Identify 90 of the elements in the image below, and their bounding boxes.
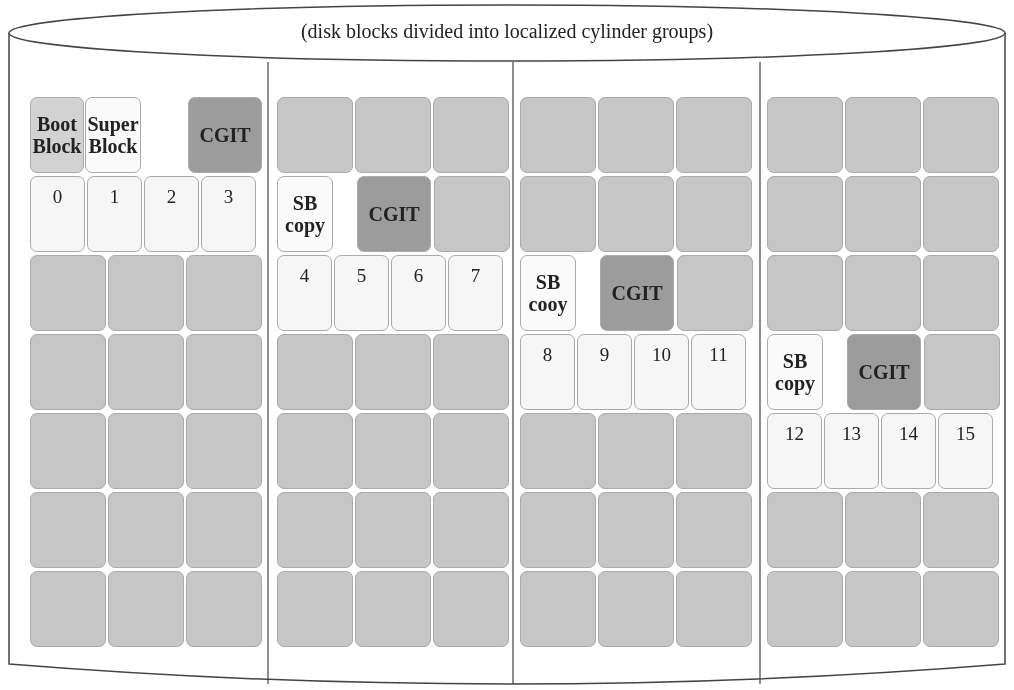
disk-block: 1 [87,176,142,252]
disk-block: SB copy [767,334,823,410]
disk-block [355,334,431,410]
disk-block: 9 [577,334,632,410]
disk-block: 4 [277,255,332,331]
disk-block [845,571,921,647]
disk-block [923,97,999,173]
disk-block: 15 [938,413,993,489]
disk-block: 8 [520,334,575,410]
disk-block [676,413,752,489]
disk-block [186,255,262,331]
disk-block [924,334,1000,410]
disk-block [277,334,353,410]
disk-block [767,492,843,568]
disk-block [434,176,510,252]
disk-block: 7 [448,255,503,331]
disk-block: 3 [201,176,256,252]
disk-block: 14 [881,413,936,489]
disk-block [186,492,262,568]
disk-block: 5 [334,255,389,331]
disk-block [845,176,921,252]
disk-block [767,97,843,173]
disk-block: 6 [391,255,446,331]
disk-block [355,571,431,647]
disk-block [767,571,843,647]
disk-block [598,176,674,252]
disk-block [598,571,674,647]
disk-block: Super Block [85,97,141,173]
disk-block [676,571,752,647]
disk-block [598,492,674,568]
disk-block [108,255,184,331]
disk-block: CGIT [357,176,431,252]
disk-block [923,176,999,252]
disk-block [433,413,509,489]
disk-block [186,571,262,647]
disk-cylinder [8,4,1006,686]
disk-block [845,492,921,568]
disk-block [767,255,843,331]
disk-block [598,413,674,489]
disk-block [277,97,353,173]
disk-block [30,413,106,489]
disk-block [355,413,431,489]
disk-block [845,97,921,173]
disk-block [30,334,106,410]
disk-block [277,492,353,568]
disk-block [676,97,752,173]
disk-block [923,255,999,331]
disk-block: CGIT [600,255,674,331]
disk-block [676,492,752,568]
disk-block [433,97,509,173]
cylinder-label: (disk blocks divided into localized cylinder groups) [299,20,715,43]
disk-block: 10 [634,334,689,410]
disk-block [520,413,596,489]
disk-block: CGIT [847,334,921,410]
disk-block [277,413,353,489]
disk-block [30,492,106,568]
disk-block: 13 [824,413,879,489]
disk-block: SB copy [277,176,333,252]
disk-block: CGIT [188,97,262,173]
disk-block: SB cooy [520,255,576,331]
disk-block [598,97,674,173]
disk-block [30,255,106,331]
disk-block [108,334,184,410]
disk-block: 11 [691,334,746,410]
disk-block [355,97,431,173]
disk-block [767,176,843,252]
disk-block [108,571,184,647]
disk-block: Boot Block [30,97,84,173]
disk-block [923,571,999,647]
disk-block [186,413,262,489]
disk-block [520,176,596,252]
disk-block [677,255,753,331]
disk-block [108,413,184,489]
disk-block [923,492,999,568]
disk-block [277,571,353,647]
disk-block [30,571,106,647]
disk-block: 12 [767,413,822,489]
disk-block [433,492,509,568]
disk-block [845,255,921,331]
disk-block [520,571,596,647]
disk-block [520,97,596,173]
disk-block: 0 [30,176,85,252]
disk-block [186,334,262,410]
disk-block [433,571,509,647]
disk-block [108,492,184,568]
disk-block [676,176,752,252]
disk-block [520,492,596,568]
disk-block: 2 [144,176,199,252]
disk-block [433,334,509,410]
disk-block [355,492,431,568]
